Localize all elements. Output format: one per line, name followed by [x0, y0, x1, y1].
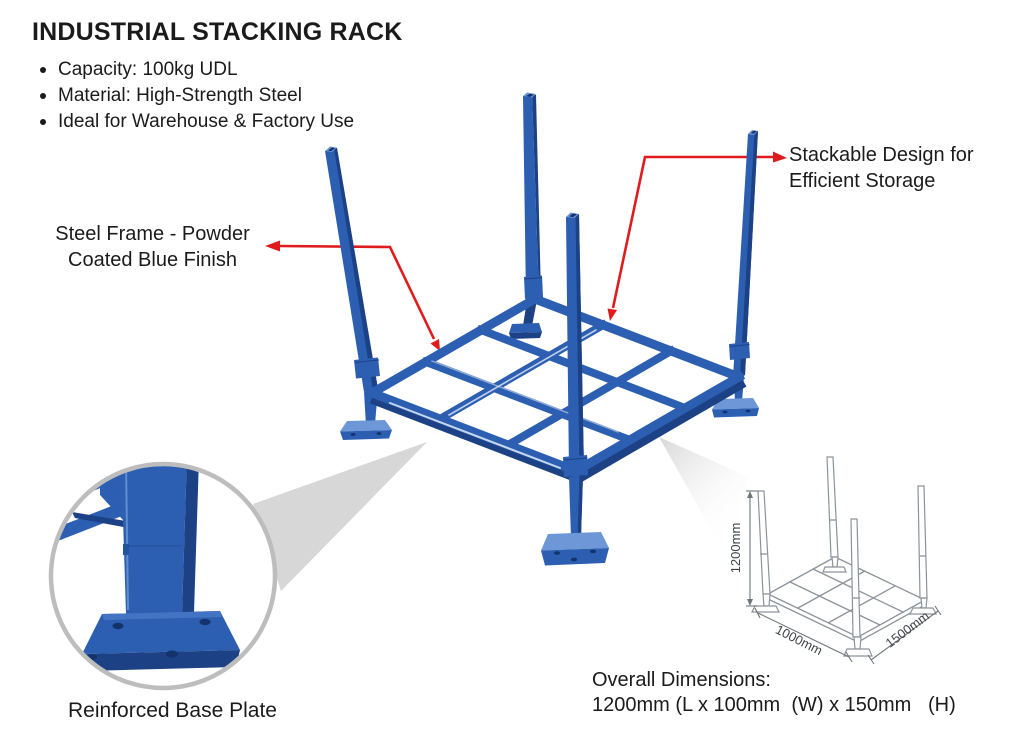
rack-3d-render: [325, 92, 759, 566]
magnifier-beam-right: [659, 437, 749, 549]
dimension-diagram: 1200mm 1000mm 1500mm: [728, 456, 942, 665]
magnifier-beam-left: [253, 442, 427, 591]
steel-frame-arrow: [265, 240, 440, 351]
callout-text: Stackable Design for: [789, 144, 974, 166]
bullet-icon: [40, 119, 46, 125]
feature-item-material: Material: High-Strength Steel: [36, 83, 354, 109]
stackable-arrow: [607, 151, 787, 321]
stackable-callout: Stackable Design for Efficient Storage: [789, 142, 974, 194]
feature-item-capacity: Capacity: 100kg UDL: [36, 57, 354, 83]
base-plate-detail-circle: [48, 461, 278, 691]
feature-text: Capacity: 100kg UDL: [58, 59, 238, 80]
base-plate-label: Reinforced Base Plate: [68, 699, 277, 722]
length-dimension-label: 1000mm: [773, 622, 825, 658]
page-title: INDUSTRIAL STACKING RACK: [32, 18, 403, 46]
overall-dimensions: Overall Dimensions: 1200mm (L x 100mm (W…: [592, 668, 956, 718]
feature-item-use: Ideal for Warehouse & Factory Use: [36, 109, 354, 135]
bullet-icon: [40, 93, 46, 99]
callout-text: Coated Blue Finish: [68, 249, 237, 271]
overall-dimensions-value: 1200mm (L x 100mm (W) x 150mm (H): [592, 694, 956, 716]
steel-frame-callout: Steel Frame - Powder Coated Blue Finish: [30, 221, 275, 273]
bullet-icon: [40, 67, 46, 73]
callout-text: Efficient Storage: [789, 170, 936, 192]
feature-list: Capacity: 100kg UDL Material: High-Stren…: [36, 57, 354, 135]
overall-dimensions-heading: Overall Dimensions:: [592, 669, 771, 691]
feature-text: Material: High-Strength Steel: [58, 85, 302, 106]
callout-text: Steel Frame - Powder: [55, 223, 250, 245]
feature-text: Ideal for Warehouse & Factory Use: [58, 111, 355, 132]
height-dimension-label: 1200mm: [728, 523, 743, 574]
